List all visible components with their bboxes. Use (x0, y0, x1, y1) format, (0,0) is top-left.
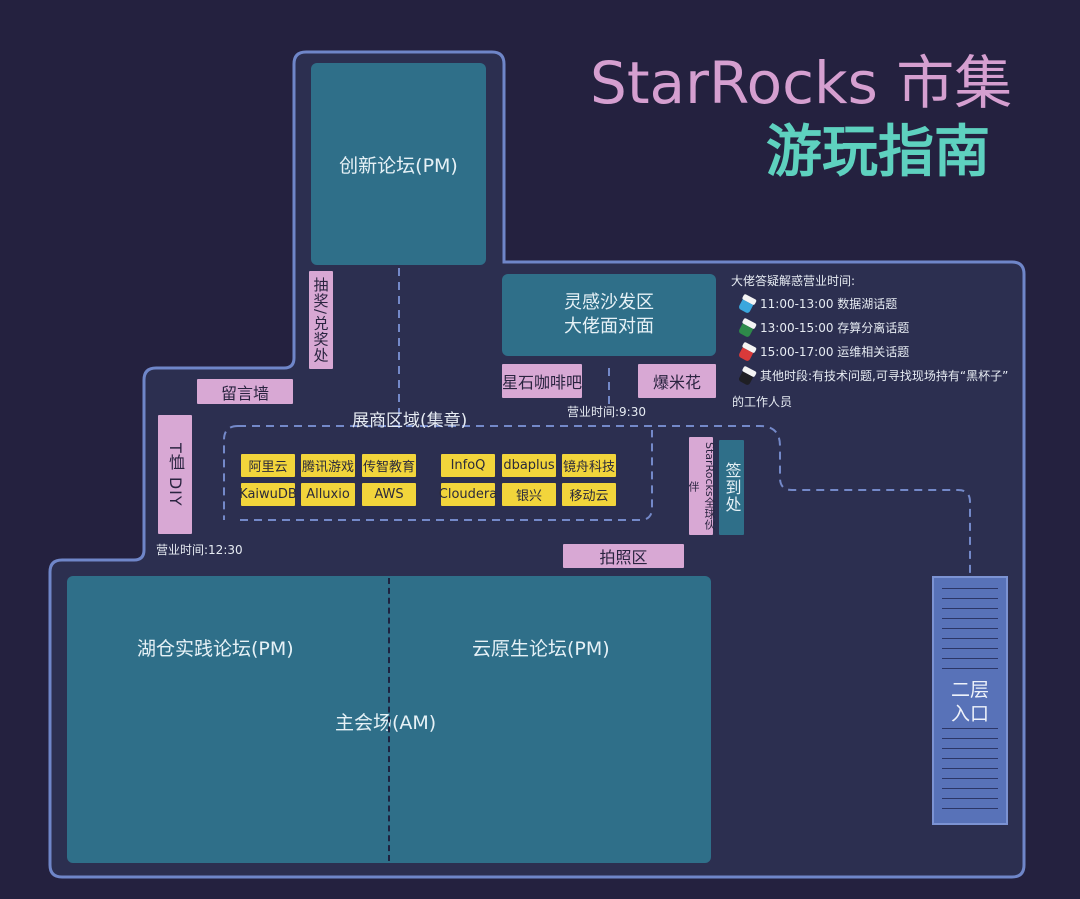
main-venue-label: 主会场(AM) (335, 712, 437, 734)
lakehouse-forum-label: 湖仓实践论坛(PM) (137, 638, 294, 660)
exhibit-area-title: 展商区域(集章) (352, 411, 468, 431)
sofa-label-line2: 大佬面对面 (564, 316, 654, 337)
coffee-hours: 营业时间:9:30 (567, 405, 646, 419)
map-title-line1: StarRocks 市集 (590, 49, 1013, 117)
booth[interactable]: 传智教育 (362, 454, 416, 477)
tshirt-diy-label: T恤 DIY (166, 442, 185, 507)
legend-item: 13:00-15:00 存算分离话题 (737, 317, 910, 338)
booth[interactable]: 移动云 (562, 483, 616, 506)
red-cup-icon (737, 341, 757, 362)
legend-title: 大佬答疑解惑营业时间: (731, 274, 856, 288)
map-title-line2: 游玩指南 (766, 120, 990, 185)
tshirt-hours: 营业时间:12:30 (156, 543, 243, 557)
legend-item: 其他时段:有技术问题,可寻找现场持有“黑杯子” (737, 365, 1009, 386)
inspiration-sofa-room[interactable]: 灵感沙发区 大佬面对面 (502, 274, 716, 356)
booth[interactable]: Alluxio (301, 483, 355, 506)
legend-item-text: 15:00-17:00 运维相关话题 (760, 345, 910, 359)
booth[interactable]: 镜舟科技 (562, 454, 616, 477)
innovation-forum-label: 创新论坛(PM) (339, 154, 458, 177)
legend-item-text: 其他时段:有技术问题,可寻找现场持有“黑杯子” (760, 369, 1009, 383)
booth[interactable]: 阿里云 (241, 454, 295, 477)
stairs-label-line2: 入口 (950, 703, 989, 725)
forum-divider (388, 578, 390, 861)
stairs-label-line1: 二层 (950, 679, 989, 701)
popcorn-label: 爆米花 (652, 373, 701, 392)
coffee-bar[interactable]: 星石咖啡吧 (502, 364, 582, 398)
innovation-forum-room[interactable]: 创新论坛(PM) (311, 63, 486, 265)
message-wall-label: 留言墙 (220, 383, 269, 403)
legend-continuation: 的工作人员 (732, 395, 793, 409)
legend-item: 15:00-17:00 运维相关话题 (737, 341, 910, 362)
legend-item-text: 13:00-15:00 存算分离话题 (760, 321, 910, 335)
global-partners-label: StarRocks全球伙伴 (687, 442, 716, 530)
booth[interactable]: Cloudera (439, 483, 497, 506)
legend-item-text: 11:00-13:00 数据湖话题 (760, 297, 898, 311)
green-cup-icon (737, 317, 757, 338)
booth[interactable]: InfoQ (441, 454, 495, 477)
black-cup-icon (737, 365, 757, 386)
booth[interactable]: 银兴 (502, 483, 556, 506)
booth[interactable]: dbaplus (502, 454, 556, 477)
main-venue-room[interactable]: 湖仓实践论坛(PM) 云原生论坛(PM) 主会场(AM) (67, 576, 711, 863)
stairs-label: 二层 入口 (934, 678, 1006, 726)
coffee-bar-label: 星石咖啡吧 (502, 373, 583, 392)
second-floor-stairs[interactable]: 二层 入口 (932, 576, 1008, 825)
sofa-label-line1: 灵感沙发区 (564, 292, 654, 313)
checkin-desk[interactable]: 签到处 (719, 440, 744, 535)
popcorn-stand[interactable]: 爆米花 (638, 364, 716, 398)
blue-cup-icon (737, 293, 757, 314)
booth[interactable]: AWS (362, 483, 416, 506)
legend-item: 11:00-13:00 数据湖话题 (737, 293, 898, 314)
checkin-label: 签到处 (722, 462, 742, 513)
photo-zone[interactable]: 拍照区 (563, 544, 684, 568)
lottery-desk[interactable]: 抽奖/兑奖处 (309, 271, 333, 369)
message-wall[interactable]: 留言墙 (197, 379, 293, 404)
booth[interactable]: 腾讯游戏 (301, 454, 355, 477)
booth[interactable]: KaiwuDB (239, 483, 297, 506)
photo-zone-label: 拍照区 (599, 548, 648, 567)
lottery-desk-label: 抽奖/兑奖处 (311, 276, 330, 364)
global-partners-wall[interactable]: StarRocks全球伙伴 (687, 437, 716, 535)
cloud-native-forum-label: 云原生论坛(PM) (472, 638, 610, 660)
tshirt-diy-spot[interactable]: T恤 DIY (158, 415, 192, 534)
